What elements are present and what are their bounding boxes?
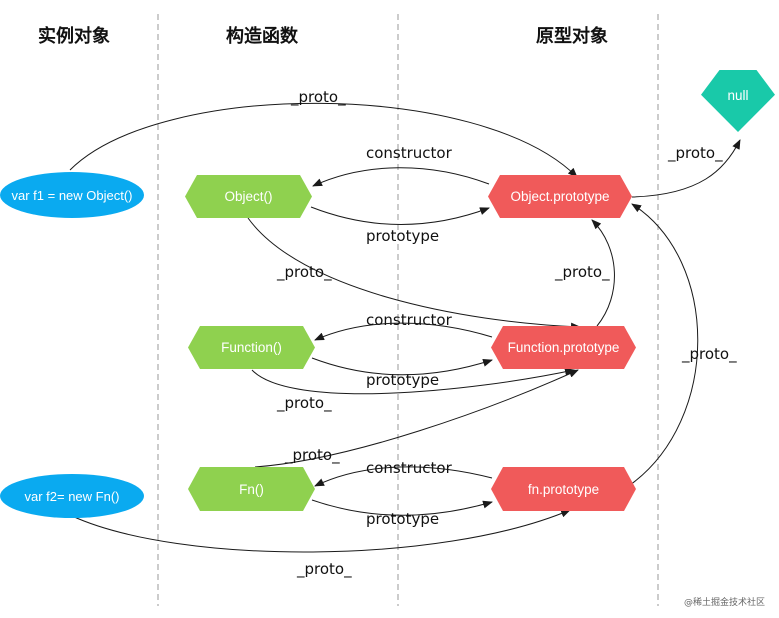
node-f1: var f1 = new Object() bbox=[0, 172, 144, 218]
edge-object-fn-proto bbox=[247, 217, 581, 331]
node-fn-proto: fn.prototype bbox=[491, 467, 636, 511]
edge-f1-proto bbox=[69, 102, 578, 178]
header-instance: 实例对象 bbox=[38, 26, 110, 47]
node-function-proto: Function.prototype bbox=[491, 326, 636, 369]
header-constructor: 构造函数 bbox=[226, 26, 298, 47]
node-object-fn: Object() bbox=[185, 175, 312, 218]
label-proto-object: prototype bbox=[366, 227, 440, 245]
node-fn-fn: Fn() bbox=[188, 467, 315, 511]
label-proto-function: prototype bbox=[366, 371, 440, 389]
edge-proto-function bbox=[311, 357, 493, 376]
label-objproto-null: _proto_ bbox=[668, 144, 723, 162]
label-ctor-object: constructor bbox=[366, 144, 452, 162]
watermark: @稀土掘金技术社区 bbox=[683, 598, 765, 608]
node-f2: var f2= new Fn() bbox=[0, 474, 144, 518]
edge-ctor-object bbox=[312, 167, 490, 187]
edge-fn-fn-proto bbox=[254, 369, 579, 468]
edge-proto-fn bbox=[311, 499, 493, 516]
label-funcproto-objproto: _proto_ bbox=[555, 263, 610, 281]
edge-ctor-function bbox=[314, 322, 493, 341]
label-f2-proto: _proto_ bbox=[297, 560, 352, 578]
edge-ctor-fn bbox=[314, 466, 493, 487]
label-f1-proto: _proto_ bbox=[291, 88, 346, 106]
edge-fnproto-objproto bbox=[629, 203, 699, 486]
edge-f2-proto bbox=[71, 509, 571, 553]
node-function-fn: Function() bbox=[188, 326, 315, 369]
label-object-fn-proto: _proto_ bbox=[277, 263, 332, 281]
edge-function-fn-proto bbox=[251, 367, 575, 395]
label-fn-fn-proto: _proto_ bbox=[285, 446, 340, 464]
label-function-fn-proto: _proto_ bbox=[277, 394, 332, 412]
label-proto-fn: prototype bbox=[366, 510, 440, 528]
node-object-proto: Object.prototype bbox=[488, 175, 632, 218]
edge-objproto-null bbox=[631, 139, 741, 198]
edge-funcproto-objproto bbox=[591, 219, 615, 327]
label-ctor-function: constructor bbox=[366, 311, 452, 329]
label-ctor-fn: constructor bbox=[366, 459, 452, 477]
header-prototype: 原型对象 bbox=[536, 26, 608, 47]
edge-proto-object bbox=[310, 206, 490, 225]
label-fnproto-objproto: _proto_ bbox=[682, 345, 737, 363]
